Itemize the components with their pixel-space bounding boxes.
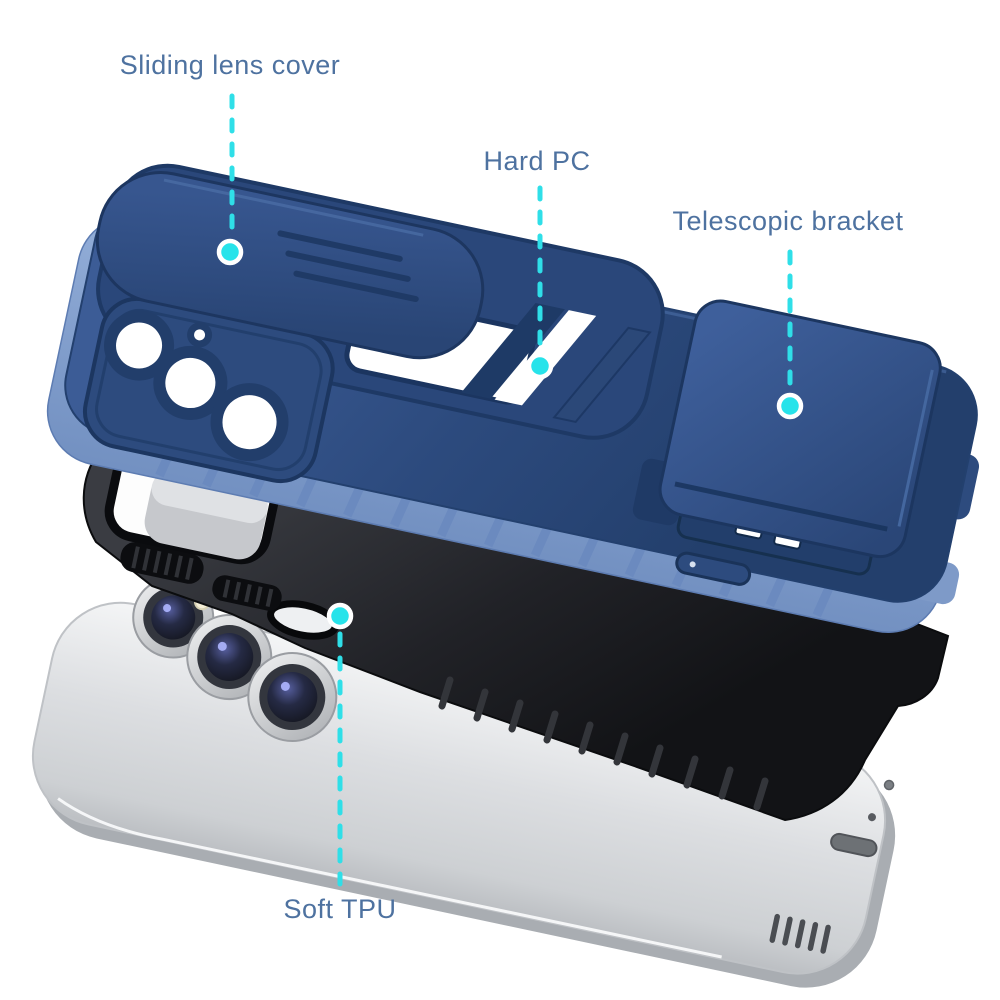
button-ribs-icon xyxy=(131,546,194,580)
kickstand-plate-lip xyxy=(674,481,888,532)
cover-grip-lines-icon xyxy=(277,230,419,303)
slider-button xyxy=(675,551,752,586)
camera-lens xyxy=(205,633,254,682)
lens-glint xyxy=(163,604,172,613)
camera-island xyxy=(82,296,335,484)
hard-pc-layer xyxy=(46,163,980,634)
button-cover xyxy=(120,542,204,584)
lens-glint xyxy=(217,641,227,651)
telescopic-bracket-assembly xyxy=(632,299,942,586)
tpu-volume-button-cover xyxy=(120,542,204,584)
callout-label-hard-pc: Hard PC xyxy=(483,146,591,176)
cover-plate xyxy=(95,171,485,360)
tpu-rib-texture xyxy=(438,676,769,811)
callout-dot-sliding-lens-cover xyxy=(216,238,244,266)
callouts xyxy=(216,93,804,887)
lens-hole-3 xyxy=(210,383,289,462)
microphone-hole-icon xyxy=(867,813,876,822)
callout-label-soft-tpu: Soft TPU xyxy=(283,894,397,924)
slider-button-dot xyxy=(689,561,696,568)
usb-c-port-icon xyxy=(830,832,878,858)
cover-plate-highlight xyxy=(163,178,424,237)
callout-dot-soft-tpu xyxy=(326,602,354,630)
lens-hole-2 xyxy=(153,345,228,420)
rear-camera-2 xyxy=(186,614,273,701)
button-ribs-icon xyxy=(222,579,274,608)
callout-label-sliding-lens-cover: Sliding lens cover xyxy=(119,50,341,80)
lens-glint xyxy=(280,681,290,691)
camera-lens xyxy=(267,672,318,723)
sim-pinhole-icon xyxy=(883,779,895,791)
speaker-holes-icon xyxy=(769,913,831,954)
kickstand-leg-shadow xyxy=(461,303,565,399)
phone-edge-highlight xyxy=(57,797,722,959)
callout-dot-telescopic-bracket xyxy=(776,392,804,420)
tpu-power-button-cover xyxy=(212,575,282,611)
sliding-lens-cover-plate xyxy=(95,171,485,360)
island-inner-rim xyxy=(95,308,323,472)
callout-label-telescopic-bracket: Telescopic bracket xyxy=(672,206,904,236)
rear-camera-3 xyxy=(247,652,338,743)
kickstand-leg xyxy=(552,326,652,424)
lens-hole-1 xyxy=(104,310,175,381)
flash-hole xyxy=(187,322,213,348)
phone-bump-sheen xyxy=(151,471,268,524)
kickstand-plate xyxy=(658,299,942,559)
kickstand-plate-edge-highlight xyxy=(897,369,934,527)
callout-dot-hard-pc xyxy=(526,352,554,380)
camera-lens xyxy=(151,595,196,640)
